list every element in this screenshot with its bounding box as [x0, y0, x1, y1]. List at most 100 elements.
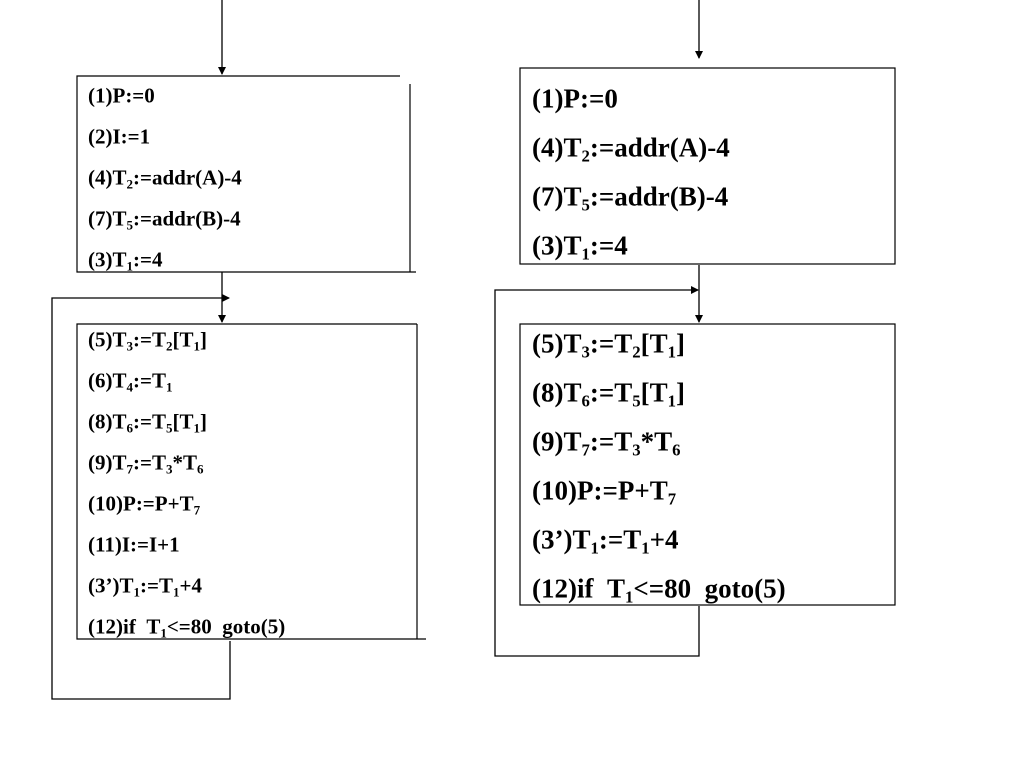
code-text: (5)T [532, 328, 582, 359]
code-line: (1)P:=0 [88, 84, 155, 109]
code-text: (3)T [532, 230, 582, 261]
code-text: <=80 goto(5) [166, 614, 286, 639]
code-text: ] [676, 377, 686, 408]
code-line: (12)if T1<=80 goto(5) [88, 615, 285, 640]
code-text: (9)T [88, 450, 127, 475]
code-text: (12)if T [88, 614, 161, 639]
code-text: (4)T [532, 132, 582, 163]
left-basic-block-2: (5)T3:=T2[T1](6)T4:=T1(8)T6:=T5[T1](9)T7… [88, 326, 408, 640]
code-subscript: 6 [672, 440, 681, 460]
code-text: (2)I:=1 [88, 124, 151, 149]
code-line: (9)T7:=T3*T6 [532, 426, 681, 460]
code-text: (9)T [532, 426, 582, 457]
code-subscript: 2 [165, 338, 173, 354]
code-text: :=T [140, 573, 173, 598]
right-block2-border [519, 323, 896, 606]
code-text: [T [640, 328, 668, 359]
code-subscript: 1 [172, 584, 180, 600]
code-subscript: 6 [197, 461, 204, 477]
code-text: (3’)T [88, 573, 134, 598]
code-subscript: 7 [193, 502, 201, 518]
right-basic-block-2: (5)T3:=T2[T1](8)T6:=T5[T1](9)T7:=T3*T6(1… [532, 326, 892, 606]
code-subscript: 1 [581, 244, 590, 264]
code-text: (11)I:=I+1 [88, 532, 180, 557]
code-subscript: 7 [581, 440, 590, 460]
code-line: (4)T2:=addr(A)-4 [88, 166, 242, 191]
code-text: :=addr(A)-4 [133, 165, 242, 190]
code-text: <=80 goto(5) [633, 573, 786, 604]
code-line: (4)T2:=addr(A)-4 [532, 132, 730, 166]
code-text: (12)if T [532, 573, 625, 604]
code-text: (3’)T [532, 524, 591, 555]
code-text: ] [200, 327, 208, 352]
code-subscript: 5 [126, 217, 134, 233]
code-line: (11)I:=I+1 [88, 533, 180, 558]
left-block2-border-outer [76, 323, 426, 640]
code-text: :=4 [589, 230, 628, 261]
code-line: (1)P:=0 [532, 84, 618, 115]
code-subscript: 1 [641, 538, 650, 558]
code-subscript: 1 [126, 258, 134, 274]
code-line: (5)T3:=T2[T1] [88, 328, 207, 353]
code-line: (5)T3:=T2[T1] [532, 328, 686, 362]
code-subscript: 3 [581, 342, 590, 362]
code-subscript: 5 [632, 391, 641, 411]
code-line: (3)T1:=4 [88, 248, 162, 273]
code-text: (6)T [88, 368, 127, 393]
code-text: (1)P:=0 [88, 83, 155, 108]
code-line: (3)T1:=4 [532, 230, 628, 264]
code-text: *T [640, 426, 673, 457]
code-text: :=T [589, 328, 633, 359]
code-subscript: 1 [193, 420, 201, 436]
code-text: (5)T [88, 327, 127, 352]
code-line: (12)if T1<=80 goto(5) [532, 573, 786, 606]
code-line: (3’)T1:=T1+4 [532, 524, 679, 558]
code-text: ] [676, 328, 686, 359]
code-line: (10)P:=P+T7 [532, 475, 676, 508]
code-text: [T [172, 327, 194, 352]
code-text: (8)T [88, 409, 127, 434]
left-basic-block-1: (1)P:=0(2)I:=1(4)T2:=addr(A)-4(7)T5:=add… [88, 78, 408, 273]
code-text: (7)T [88, 206, 127, 231]
right-block1-border [519, 67, 896, 265]
code-text: :=T [133, 327, 166, 352]
left-block1-border-outer [76, 75, 416, 273]
code-subscript: 1 [165, 379, 173, 395]
code-line: (7)T5:=addr(B)-4 [532, 181, 729, 214]
code-subscript: 7 [126, 461, 134, 477]
code-text: :=T [133, 368, 166, 393]
code-line: (6)T4:=T1 [88, 369, 173, 394]
code-text: :=addr(B)-4 [589, 181, 729, 212]
left-loop-back-edge [51, 294, 231, 700]
code-text: (10)P:=P+T [532, 475, 668, 506]
code-text: :=addr(A)-4 [589, 132, 730, 163]
code-subscript: 2 [126, 176, 134, 192]
code-subscript: 1 [160, 625, 167, 641]
code-subscript: 2 [581, 146, 590, 166]
code-text: :=addr(B)-4 [133, 206, 241, 231]
code-text: :=4 [133, 247, 163, 272]
code-subscript: 1 [667, 391, 677, 411]
code-text: :=T [133, 409, 166, 434]
right-basic-block-1: (1)P:=0(4)T2:=addr(A)-4(7)T5:=addr(B)-4(… [532, 70, 892, 264]
code-subscript: 6 [581, 391, 590, 411]
code-text: ] [200, 409, 208, 434]
code-line: (8)T6:=T5[T1] [532, 377, 686, 411]
code-line: (10)P:=P+T7 [88, 492, 200, 517]
code-text: (1)P:=0 [532, 83, 618, 114]
code-subscript: 6 [126, 420, 134, 436]
code-text: (10)P:=P+T [88, 491, 194, 516]
code-line: (3’)T1:=T1+4 [88, 574, 202, 599]
code-text: (3)T [88, 247, 127, 272]
code-subscript: 1 [193, 338, 201, 354]
code-line: (8)T6:=T5[T1] [88, 410, 207, 435]
code-subscript: 1 [133, 584, 141, 600]
code-text: *T [172, 450, 198, 475]
code-text: +4 [649, 524, 679, 555]
code-text: :=T [589, 426, 633, 457]
code-text: +4 [179, 573, 202, 598]
code-text: (7)T [532, 181, 582, 212]
code-line: (2)I:=1 [88, 125, 150, 150]
code-subscript: 3 [632, 440, 641, 460]
